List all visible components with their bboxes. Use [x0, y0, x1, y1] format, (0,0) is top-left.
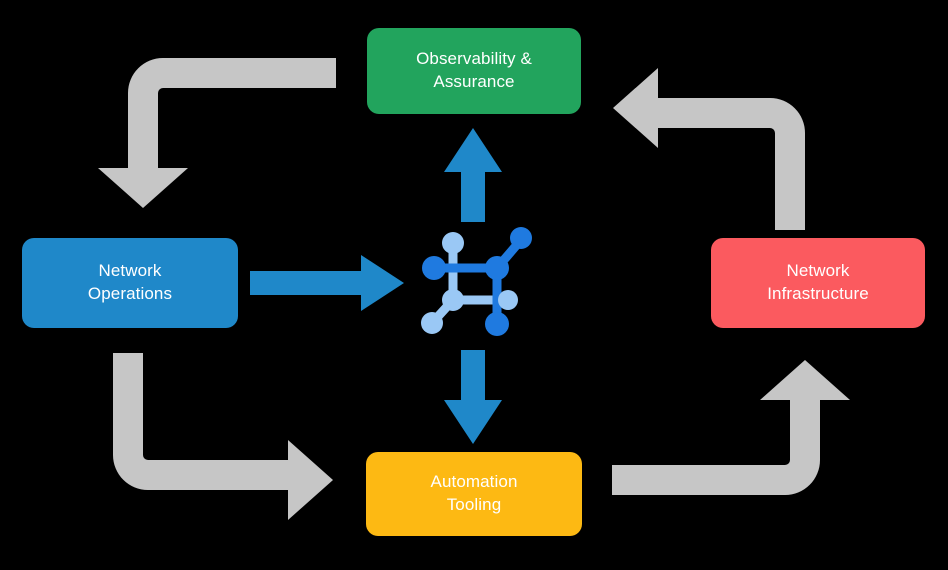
network-topology-icon-dark-nodes — [422, 227, 532, 336]
node-observability-assurance-label: Observability & Assurance — [416, 49, 532, 91]
node-observability-assurance[interactable]: Observability & Assurance — [367, 28, 581, 114]
network-topology-icon-light-nodes — [421, 232, 518, 334]
arrow-network-infrastructure-to-observability — [613, 68, 805, 230]
arrow-center-to-observability — [444, 128, 502, 222]
node-network-infrastructure[interactable]: Network Infrastructure — [711, 238, 925, 328]
arrow-center-to-automation-tooling — [444, 350, 502, 444]
arrow-automation-tooling-to-network-infrastructure — [612, 360, 850, 495]
arrow-network-operations-to-automation-tooling — [113, 353, 333, 520]
node-automation-tooling[interactable]: Automation Tooling — [366, 452, 582, 536]
node-automation-tooling-label: Automation Tooling — [430, 472, 518, 514]
node-network-infrastructure-label: Network Infrastructure — [767, 261, 869, 303]
arrow-observability-to-network-operations — [98, 58, 336, 208]
node-network-operations[interactable]: Network Operations — [22, 238, 238, 328]
node-network-operations-label: Network Operations — [87, 261, 173, 303]
arrow-network-operations-to-center — [250, 255, 404, 311]
